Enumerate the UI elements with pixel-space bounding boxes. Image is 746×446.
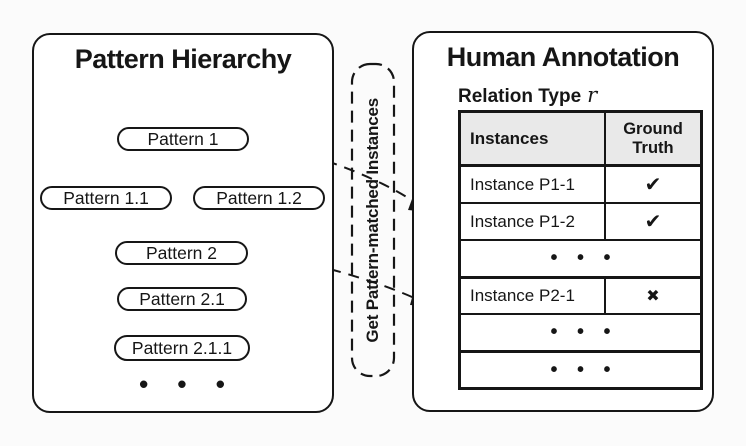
instance-cell: Instance P2-1 bbox=[461, 279, 606, 313]
relation-type-text: Relation Type bbox=[458, 86, 582, 107]
pattern-2-1-node: Pattern 2.1 bbox=[117, 287, 247, 311]
pattern-1-node: Pattern 1 bbox=[117, 127, 249, 151]
pattern-1-2-node: Pattern 1.2 bbox=[193, 186, 325, 210]
ellipsis-cell: • • • bbox=[550, 321, 611, 343]
table-row-ellipsis: • • • bbox=[461, 239, 700, 276]
instance-cell: Instance P1-1 bbox=[461, 167, 606, 202]
ellipsis-cell: • • • bbox=[550, 358, 611, 381]
pattern-2-node: Pattern 2 bbox=[115, 241, 248, 265]
get-instances-dashed-box bbox=[350, 62, 396, 378]
table-row: Instance P1-2 ✔ bbox=[461, 202, 700, 239]
check-icon: ✔ bbox=[644, 211, 662, 233]
ellipsis-cell: • • • bbox=[550, 247, 611, 269]
table-row-ellipsis: • • • bbox=[461, 313, 700, 350]
relation-symbol: r bbox=[587, 83, 598, 107]
pattern-2-1-1-node: Pattern 2.1.1 bbox=[114, 335, 250, 361]
get-instances-label: Get Pattern-matched Instances bbox=[363, 97, 382, 343]
instance-cell: Instance P1-2 bbox=[461, 204, 606, 239]
check-icon: ✔ bbox=[644, 174, 662, 196]
cross-icon: ✖ bbox=[646, 288, 660, 305]
ground-truth-column-header: Ground Truth bbox=[623, 120, 683, 157]
table-row-ellipsis: • • • bbox=[461, 350, 700, 387]
human-annotation-title: Human Annotation bbox=[446, 42, 680, 72]
table-header-row: Instances Ground Truth bbox=[461, 113, 700, 165]
table-row: Instance P2-1 ✖ bbox=[461, 276, 700, 313]
table-row: Instance P1-1 ✔ bbox=[461, 165, 700, 202]
pattern-hierarchy-title: Pattern Hierarchy bbox=[74, 44, 292, 74]
annotation-table: Instances Ground Truth Instance P1-1 ✔ I… bbox=[458, 110, 703, 390]
instances-column-header: Instances bbox=[461, 113, 606, 164]
pattern-1-1-node: Pattern 1.1 bbox=[40, 186, 172, 210]
get-instances-label-box: Get Pattern-matched Instances bbox=[352, 64, 394, 376]
hierarchy-ellipsis: • • • bbox=[139, 369, 225, 399]
